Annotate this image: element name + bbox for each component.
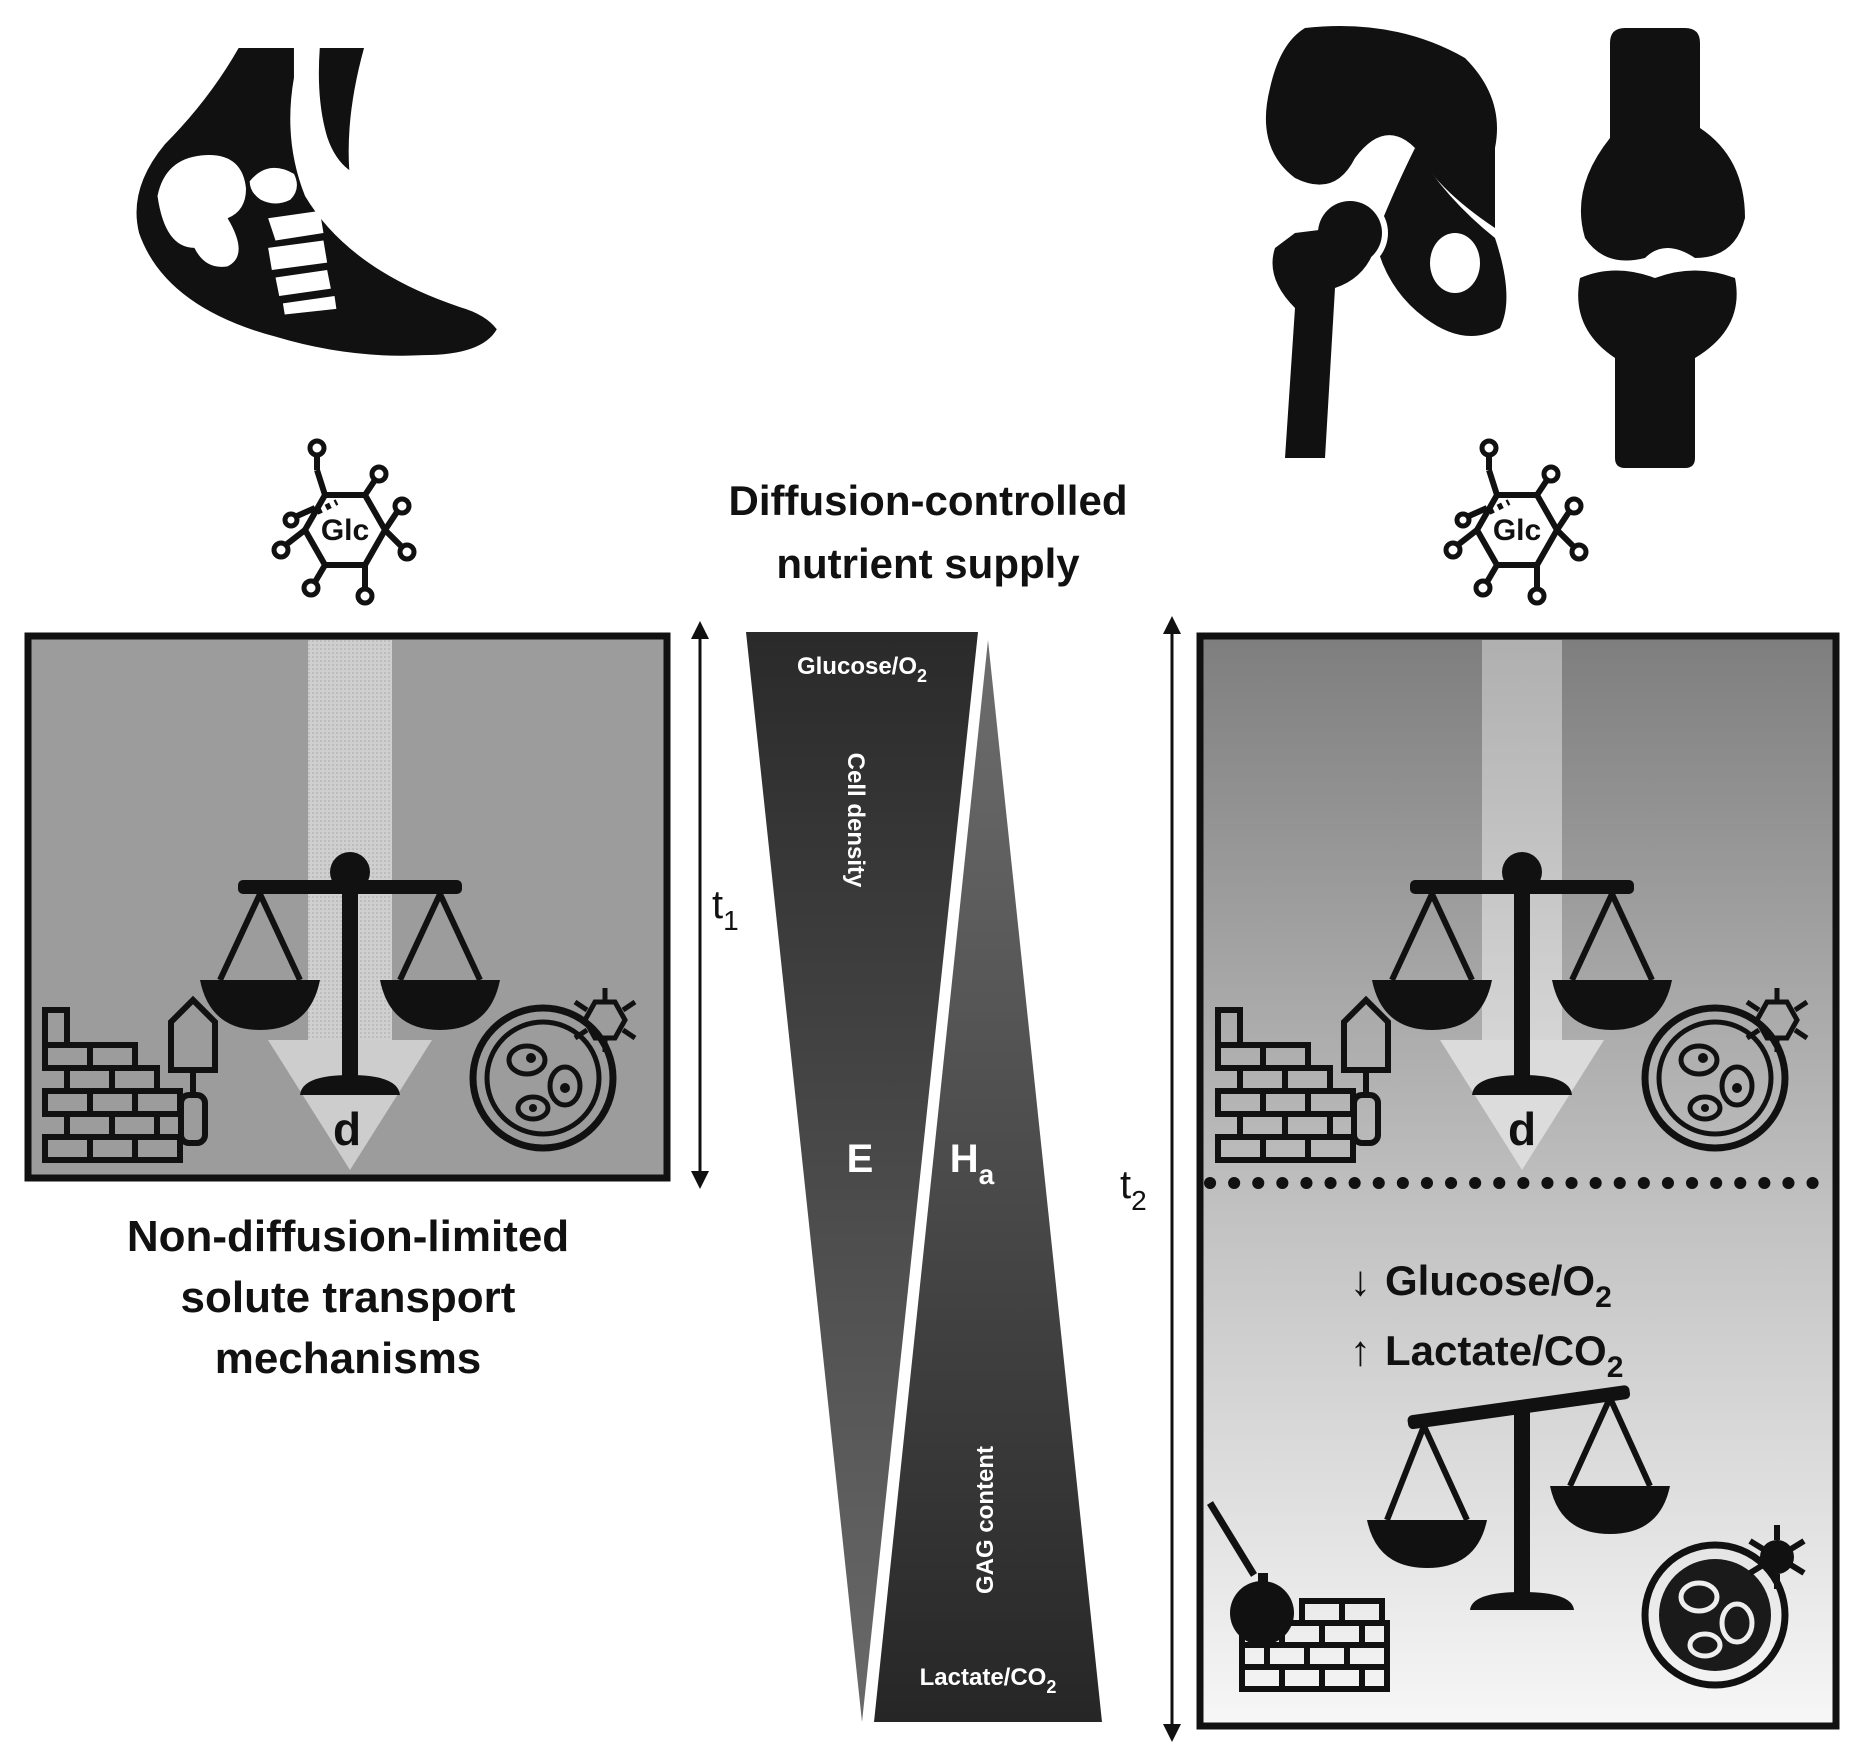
foot-bones-icon xyxy=(136,48,497,356)
right-glucose-molecule-icon: Glc xyxy=(1446,441,1586,603)
bottom-wedge-label-main: Lactate/CO xyxy=(920,1664,1047,1691)
tilted-balance-scale-icon xyxy=(1367,1385,1670,1610)
down-arrow-icon: ↓ xyxy=(1350,1257,1371,1304)
left-time-subscript: 1 xyxy=(723,905,739,936)
right-glc-label: Glc xyxy=(1493,514,1541,547)
left-caption-line-2: solute transport xyxy=(180,1273,516,1322)
right-time-label: t2 xyxy=(1120,1163,1147,1216)
left-glc-label: Glc xyxy=(321,514,369,547)
title-line-1: Diffusion-controlled xyxy=(729,477,1128,524)
up-arrow-icon: ↑ xyxy=(1350,1327,1371,1374)
right-distance-label: d xyxy=(1508,1103,1536,1155)
left-time-label: t1 xyxy=(712,883,739,936)
left-time-main: t xyxy=(712,883,723,927)
hip-and-knee-joint-icon xyxy=(1265,26,1745,468)
left-caption-line-1: Non-diffusion-limited xyxy=(126,1212,570,1261)
top-wedge-label: Glucose/O2 xyxy=(797,653,927,686)
permeability-label-sub: a xyxy=(979,1159,995,1190)
modulus-label: E xyxy=(847,1137,874,1181)
lactate-increase-text: Lactate/CO xyxy=(1385,1327,1607,1374)
permeability-label-main: H xyxy=(950,1137,979,1181)
cell-density-label: Cell density xyxy=(842,753,869,888)
lactate-increase-line: ↑ Lactate/CO2 xyxy=(1350,1327,1623,1384)
top-wedge-label-sub: 2 xyxy=(917,666,927,686)
left-distance-label: d xyxy=(333,1103,361,1155)
glucose-decrease-sub: 2 xyxy=(1595,1281,1612,1314)
lactate-increase-sub: 2 xyxy=(1607,1351,1624,1384)
modulus-wedge xyxy=(746,632,978,1722)
left-diffusion-arrow xyxy=(268,640,432,1170)
permeability-wedge xyxy=(874,640,1102,1722)
bottom-wedge-label: Lactate/CO2 xyxy=(920,1664,1057,1697)
top-wedge-label-main: Glucose/O xyxy=(797,653,917,680)
left-glucose-molecule-icon: Glc xyxy=(274,441,414,603)
title-line-2: nutrient supply xyxy=(776,540,1080,587)
bottom-wedge-label-sub: 2 xyxy=(1046,1677,1056,1697)
gag-content-label: GAG content xyxy=(972,1446,999,1594)
left-caption-line-3: mechanisms xyxy=(214,1334,482,1383)
permeability-label: Ha xyxy=(950,1137,995,1190)
right-time-main: t xyxy=(1120,1163,1131,1207)
glucose-decrease-text: Glucose/O xyxy=(1385,1257,1595,1304)
glucose-decrease-line: ↓ Glucose/O2 xyxy=(1350,1257,1612,1314)
right-time-subscript: 2 xyxy=(1131,1185,1147,1216)
